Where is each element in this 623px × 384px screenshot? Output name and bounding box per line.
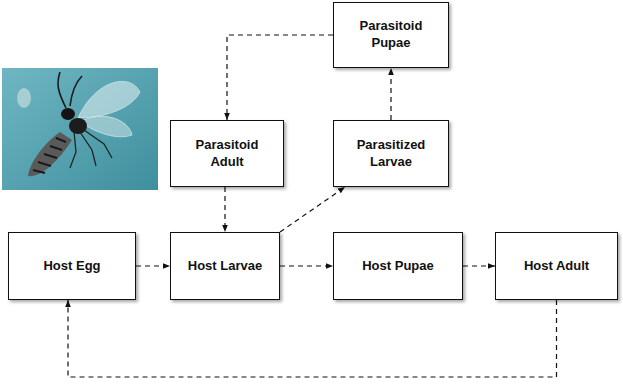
box-label: Host Egg bbox=[31, 258, 112, 275]
process-box: Host Larvae bbox=[170, 232, 280, 300]
wasp-antenna bbox=[58, 72, 66, 108]
wasp-abdomen bbox=[28, 132, 72, 176]
lifecycle-arrow bbox=[224, 187, 225, 232]
wasp-photo bbox=[2, 68, 158, 190]
process-box: Parasitoid Adult bbox=[170, 120, 284, 187]
lifecycle-arrow bbox=[463, 265, 495, 266]
box-label: Host Pupae bbox=[350, 258, 446, 275]
wasp-wing bbox=[78, 81, 140, 118]
lifecycle-arrow bbox=[280, 265, 333, 266]
box-label: Parasitoid Pupae bbox=[334, 18, 448, 52]
process-box: Host Adult bbox=[495, 232, 618, 300]
box-label: Parasitized Larvae bbox=[334, 137, 448, 171]
box-label: Host Adult bbox=[512, 258, 601, 275]
process-box: Parasitoid Pupae bbox=[333, 2, 449, 68]
lifecycle-arrow bbox=[390, 68, 391, 120]
photo-object bbox=[17, 88, 31, 108]
wasp-legs bbox=[70, 130, 112, 168]
wasp-stripes bbox=[33, 138, 66, 173]
photo-ground bbox=[2, 68, 158, 190]
wasp-wing bbox=[80, 116, 132, 137]
lifecycle-arrow bbox=[280, 187, 345, 232]
box-label: Host Larvae bbox=[176, 258, 274, 275]
process-box: Host Pupae bbox=[333, 232, 463, 300]
wasp-antenna bbox=[70, 76, 82, 106]
wasp-thorax bbox=[69, 118, 87, 134]
process-box: Parasitized Larvae bbox=[333, 120, 449, 187]
lifecycle-arrow bbox=[68, 300, 557, 377]
wasp-head bbox=[61, 108, 75, 120]
lifecycle-arrow bbox=[227, 35, 333, 120]
box-label: Parasitoid Adult bbox=[171, 137, 283, 171]
process-box: Host Egg bbox=[8, 232, 136, 300]
lifecycle-arrow bbox=[136, 265, 170, 266]
